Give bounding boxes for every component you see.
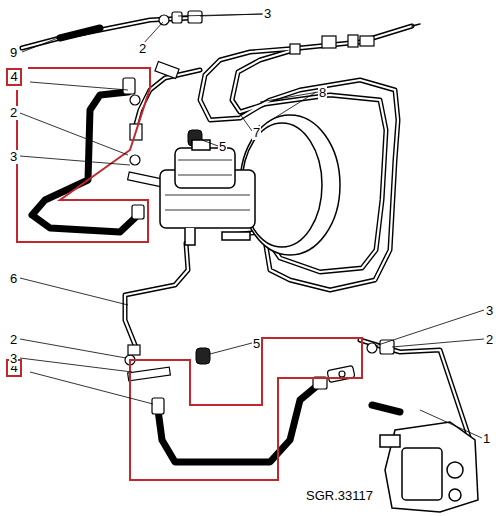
- drawing-code: SGR.33117: [305, 489, 374, 503]
- callout-number: 2: [9, 106, 18, 120]
- callout-number: 4: [10, 70, 17, 84]
- callout-number: 6: [9, 272, 18, 286]
- callout-number: 2: [138, 42, 147, 56]
- callout-number: 3: [485, 304, 494, 318]
- callout-number: 3: [9, 352, 18, 366]
- callout-number: 9: [9, 46, 18, 60]
- callout-number: 8: [318, 86, 327, 100]
- callout-number: 3: [9, 150, 18, 164]
- callout-number: 5: [218, 140, 227, 154]
- callout-number: 5: [252, 337, 261, 351]
- callout-number: 2: [9, 333, 18, 347]
- callout-number: 2: [485, 333, 494, 347]
- callout-number: 1: [482, 432, 491, 446]
- callout-number: 7: [252, 126, 261, 140]
- callout-number: 3: [263, 7, 272, 21]
- callout-box: 4: [6, 68, 22, 86]
